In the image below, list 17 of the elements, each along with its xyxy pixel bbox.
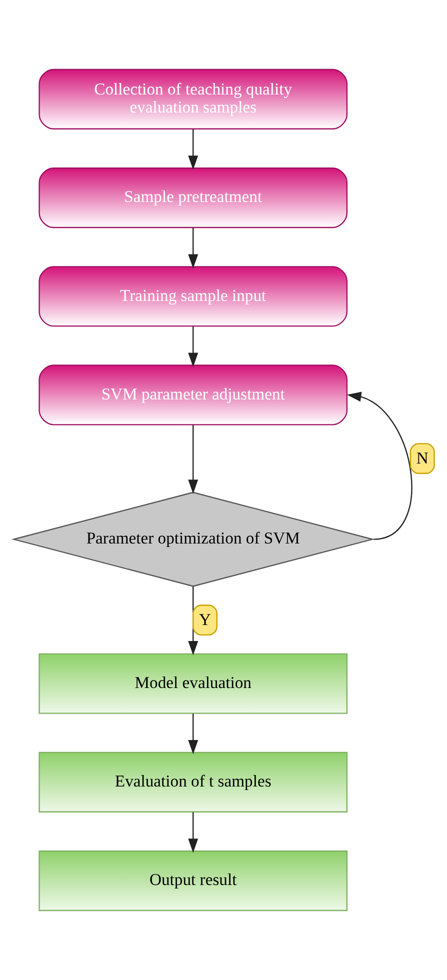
node-box: Evaluation of t samples [38, 752, 348, 812]
arrow [188, 228, 198, 268]
edge-label: Y [198, 610, 211, 630]
edge-label: N [416, 448, 428, 468]
arrow [188, 812, 198, 853]
node-box: SVM parameter adjustment [38, 364, 348, 426]
arrow [188, 714, 198, 754]
node-box: Output result [38, 850, 348, 912]
arrow [346, 392, 412, 540]
arrow [188, 424, 198, 494]
arrow [188, 129, 198, 170]
node-box: Sample pretreatment [38, 168, 348, 228]
node-box: Training sample input [38, 266, 348, 327]
arrow [188, 326, 198, 368]
node-diamond: Parameter optimization of SVM [10, 492, 374, 587]
node-box: Model evaluation [38, 653, 348, 714]
node-box: Collection of teaching quality evaluation samples [38, 68, 348, 130]
